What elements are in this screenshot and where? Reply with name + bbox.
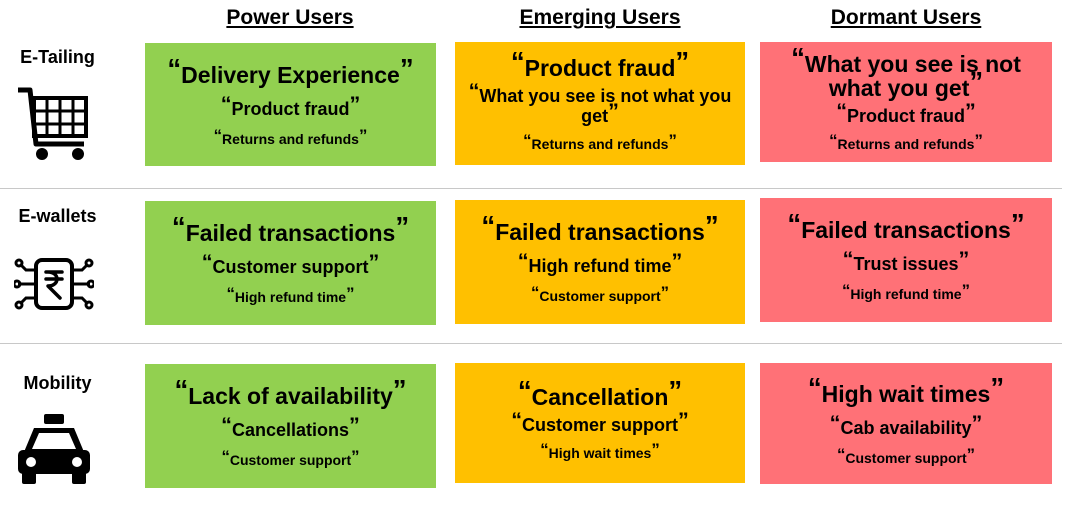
card-etailing-dormant: “What you see is not what you get” “Prod… xyxy=(760,42,1052,162)
card-line: Returns and refunds xyxy=(222,130,359,147)
card-line: High wait times xyxy=(821,380,991,407)
card-line: Customer support xyxy=(229,452,352,468)
card-line: Product fraud xyxy=(524,54,676,81)
card-line: Cab availability xyxy=(840,417,972,438)
card-line: Product fraud xyxy=(846,106,965,126)
card-line: High refund time xyxy=(850,286,962,302)
taxi-icon xyxy=(18,414,90,484)
card-line: Lack of availability xyxy=(188,383,393,409)
card-line: What you see is not what you get xyxy=(804,51,1021,101)
card-line: Product fraud xyxy=(231,98,350,119)
header-power-users: Power Users xyxy=(226,6,354,29)
card-mobility-power: “Lack of availability” “Cancellations” “… xyxy=(145,364,436,488)
card-line: High refund time xyxy=(528,256,672,276)
card-line: Customer support xyxy=(212,257,369,277)
row-label-etailing: E-Tailing xyxy=(20,47,95,67)
card-etailing-emerging: “Product fraud” “What you see is not wha… xyxy=(455,42,745,165)
card-mobility-emerging: “Cancellation” “Customer support” “High … xyxy=(455,363,745,483)
card-line: Failed transactions xyxy=(495,219,705,245)
card-line: What you see is not what you get xyxy=(479,85,732,126)
card-line: Returns and refunds xyxy=(837,136,975,152)
card-line: Failed transactions xyxy=(801,217,1011,243)
card-ewallets-power: “Failed transactions” “Customer support”… xyxy=(145,201,436,325)
card-line: High wait times xyxy=(548,445,652,461)
card-line: Returns and refunds xyxy=(531,135,669,152)
header-emerging-users: Emerging Users xyxy=(519,6,681,29)
card-line: Customer support xyxy=(521,415,678,435)
card-ewallets-emerging: “Failed transactions” “High refund time”… xyxy=(455,200,745,324)
row-label-mobility: Mobility xyxy=(23,373,92,393)
card-line: Customer support xyxy=(539,288,661,304)
rupee-chip-icon xyxy=(14,258,94,310)
header-dormant-users: Dormant Users xyxy=(830,6,982,29)
card-line: Cancellation xyxy=(531,384,669,410)
row-divider xyxy=(0,343,1062,344)
card-mobility-dormant: “High wait times” “Cab availability” “Cu… xyxy=(760,363,1052,484)
card-line: High refund time xyxy=(234,289,347,305)
card-line: Failed transactions xyxy=(185,220,396,246)
row-label-ewallets: E-wallets xyxy=(18,206,97,226)
card-ewallets-dormant: “Failed transactions” “Trust issues” “Hi… xyxy=(760,198,1052,322)
shopping-cart-icon xyxy=(18,87,88,160)
card-line: Delivery Experience xyxy=(181,61,400,88)
row-divider xyxy=(0,188,1062,189)
card-etailing-power: “Delivery Experience” “Product fraud” “R… xyxy=(145,43,436,166)
card-line: Cancellations xyxy=(231,420,350,440)
card-line: Trust issues xyxy=(853,254,959,274)
card-line: Customer support xyxy=(845,449,967,466)
